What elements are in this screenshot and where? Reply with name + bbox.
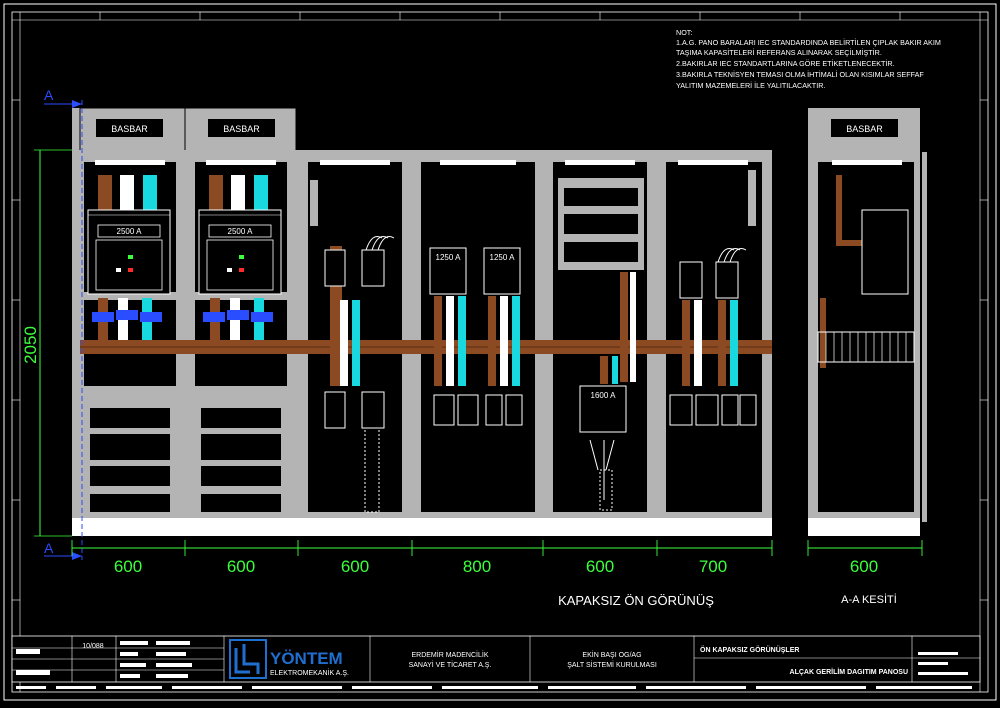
- client-line: ERDEMİR MADENCİLİK: [411, 650, 488, 659]
- breaker-rating: 1250 A: [436, 253, 462, 262]
- width-dim: 600: [227, 557, 255, 576]
- switchboard-front-view: BASBAR BASBAR: [72, 107, 772, 536]
- drawing-border: [3, 3, 997, 701]
- width-dim: 600: [341, 557, 369, 576]
- feeder-column: [310, 180, 395, 513]
- plinth: [72, 518, 772, 536]
- breaker-rating: 2500 A: [117, 227, 143, 236]
- busbar-label: BASBAR: [846, 124, 883, 134]
- height-dimension: 2050: [21, 149, 72, 537]
- section-mark-bottom: A: [44, 540, 54, 556]
- note-line: TAŞIMA KAPASİTELERİ REFERANS ALINARAK SE…: [676, 48, 882, 57]
- incomer-1600-column: 1600 A: [558, 178, 644, 511]
- air-circuit-breaker: 2500 A: [198, 209, 282, 295]
- sheet-title: ÖN KAPAKSIZ GÖRÜNÜŞLER: [700, 645, 799, 654]
- breaker-rating: 2500 A: [228, 227, 254, 236]
- front-view-title: KAPAKSIZ ÖN GÖRÜNÜŞ: [558, 593, 714, 608]
- section-mark-top: A: [44, 87, 54, 103]
- busbar-label: BASBAR: [111, 124, 148, 134]
- note-line: 2.BAKIRLAR IEC STANDARTLARINA GÖRE ETİKE…: [676, 59, 895, 68]
- title-block: 10/088 YÖNTEM ELEKTROMEKANİK A.Ş. ERDEMİ…: [11, 635, 981, 683]
- width-dim: 700: [699, 557, 727, 576]
- breaker-rating: 1600 A: [591, 391, 617, 400]
- width-dimensions: [71, 540, 923, 556]
- note-line: YALITIM MAZEMELERİ İLE YALITILACAKTIR.: [676, 81, 825, 90]
- revision-strip: [16, 686, 972, 689]
- note-line: 3.BAKIRLA TEKNİSYEN TEMASI OLMA İHTİMALİ…: [676, 70, 924, 79]
- notes-title: NOT:: [676, 28, 692, 37]
- company-logo: YÖNTEM ELEKTROMEKANİK A.Ş.: [229, 639, 349, 679]
- section-marker: A A: [44, 87, 83, 560]
- notes-block: NOT: 1.A.G. PANO BARALARI IEC STANDARDIN…: [676, 28, 941, 90]
- busbar-label: BASBAR: [223, 124, 260, 134]
- section-view: BASBAR: [808, 108, 927, 536]
- feeder-column: 1250 A 1250 A: [429, 247, 523, 426]
- width-dim: 800: [463, 557, 491, 576]
- note-line: 1.A.G. PANO BARALARI IEC STANDARDINDA BE…: [676, 38, 941, 47]
- breaker-rating: 1250 A: [490, 253, 516, 262]
- width-dim: 600: [586, 557, 614, 576]
- project-line: ŞALT SİSTEMİ KURULMASI: [567, 660, 657, 669]
- air-circuit-breaker: 2500 A: [87, 209, 171, 295]
- feeder-column: [669, 170, 757, 426]
- busbar-label-box: [208, 119, 275, 137]
- company-sub: ELEKTROMEKANİK A.Ş.: [270, 668, 349, 677]
- width-dim: 600: [850, 557, 878, 576]
- height-value: 2050: [21, 326, 40, 364]
- width-dim: 600: [114, 557, 142, 576]
- company-name: YÖNTEM: [270, 649, 343, 668]
- drawing-number: 10/088: [82, 643, 104, 650]
- project-line: EKİN BAŞI OG/AG: [582, 650, 641, 659]
- section-view-title: A-A KESİTİ: [841, 593, 897, 606]
- busbar-label-box: [96, 119, 163, 137]
- client-line: SANAYİ VE TİCARET A.Ş.: [409, 660, 492, 669]
- sheet-subtitle: ALÇAK GERİLİM DAGITIM PANOSU: [790, 668, 908, 676]
